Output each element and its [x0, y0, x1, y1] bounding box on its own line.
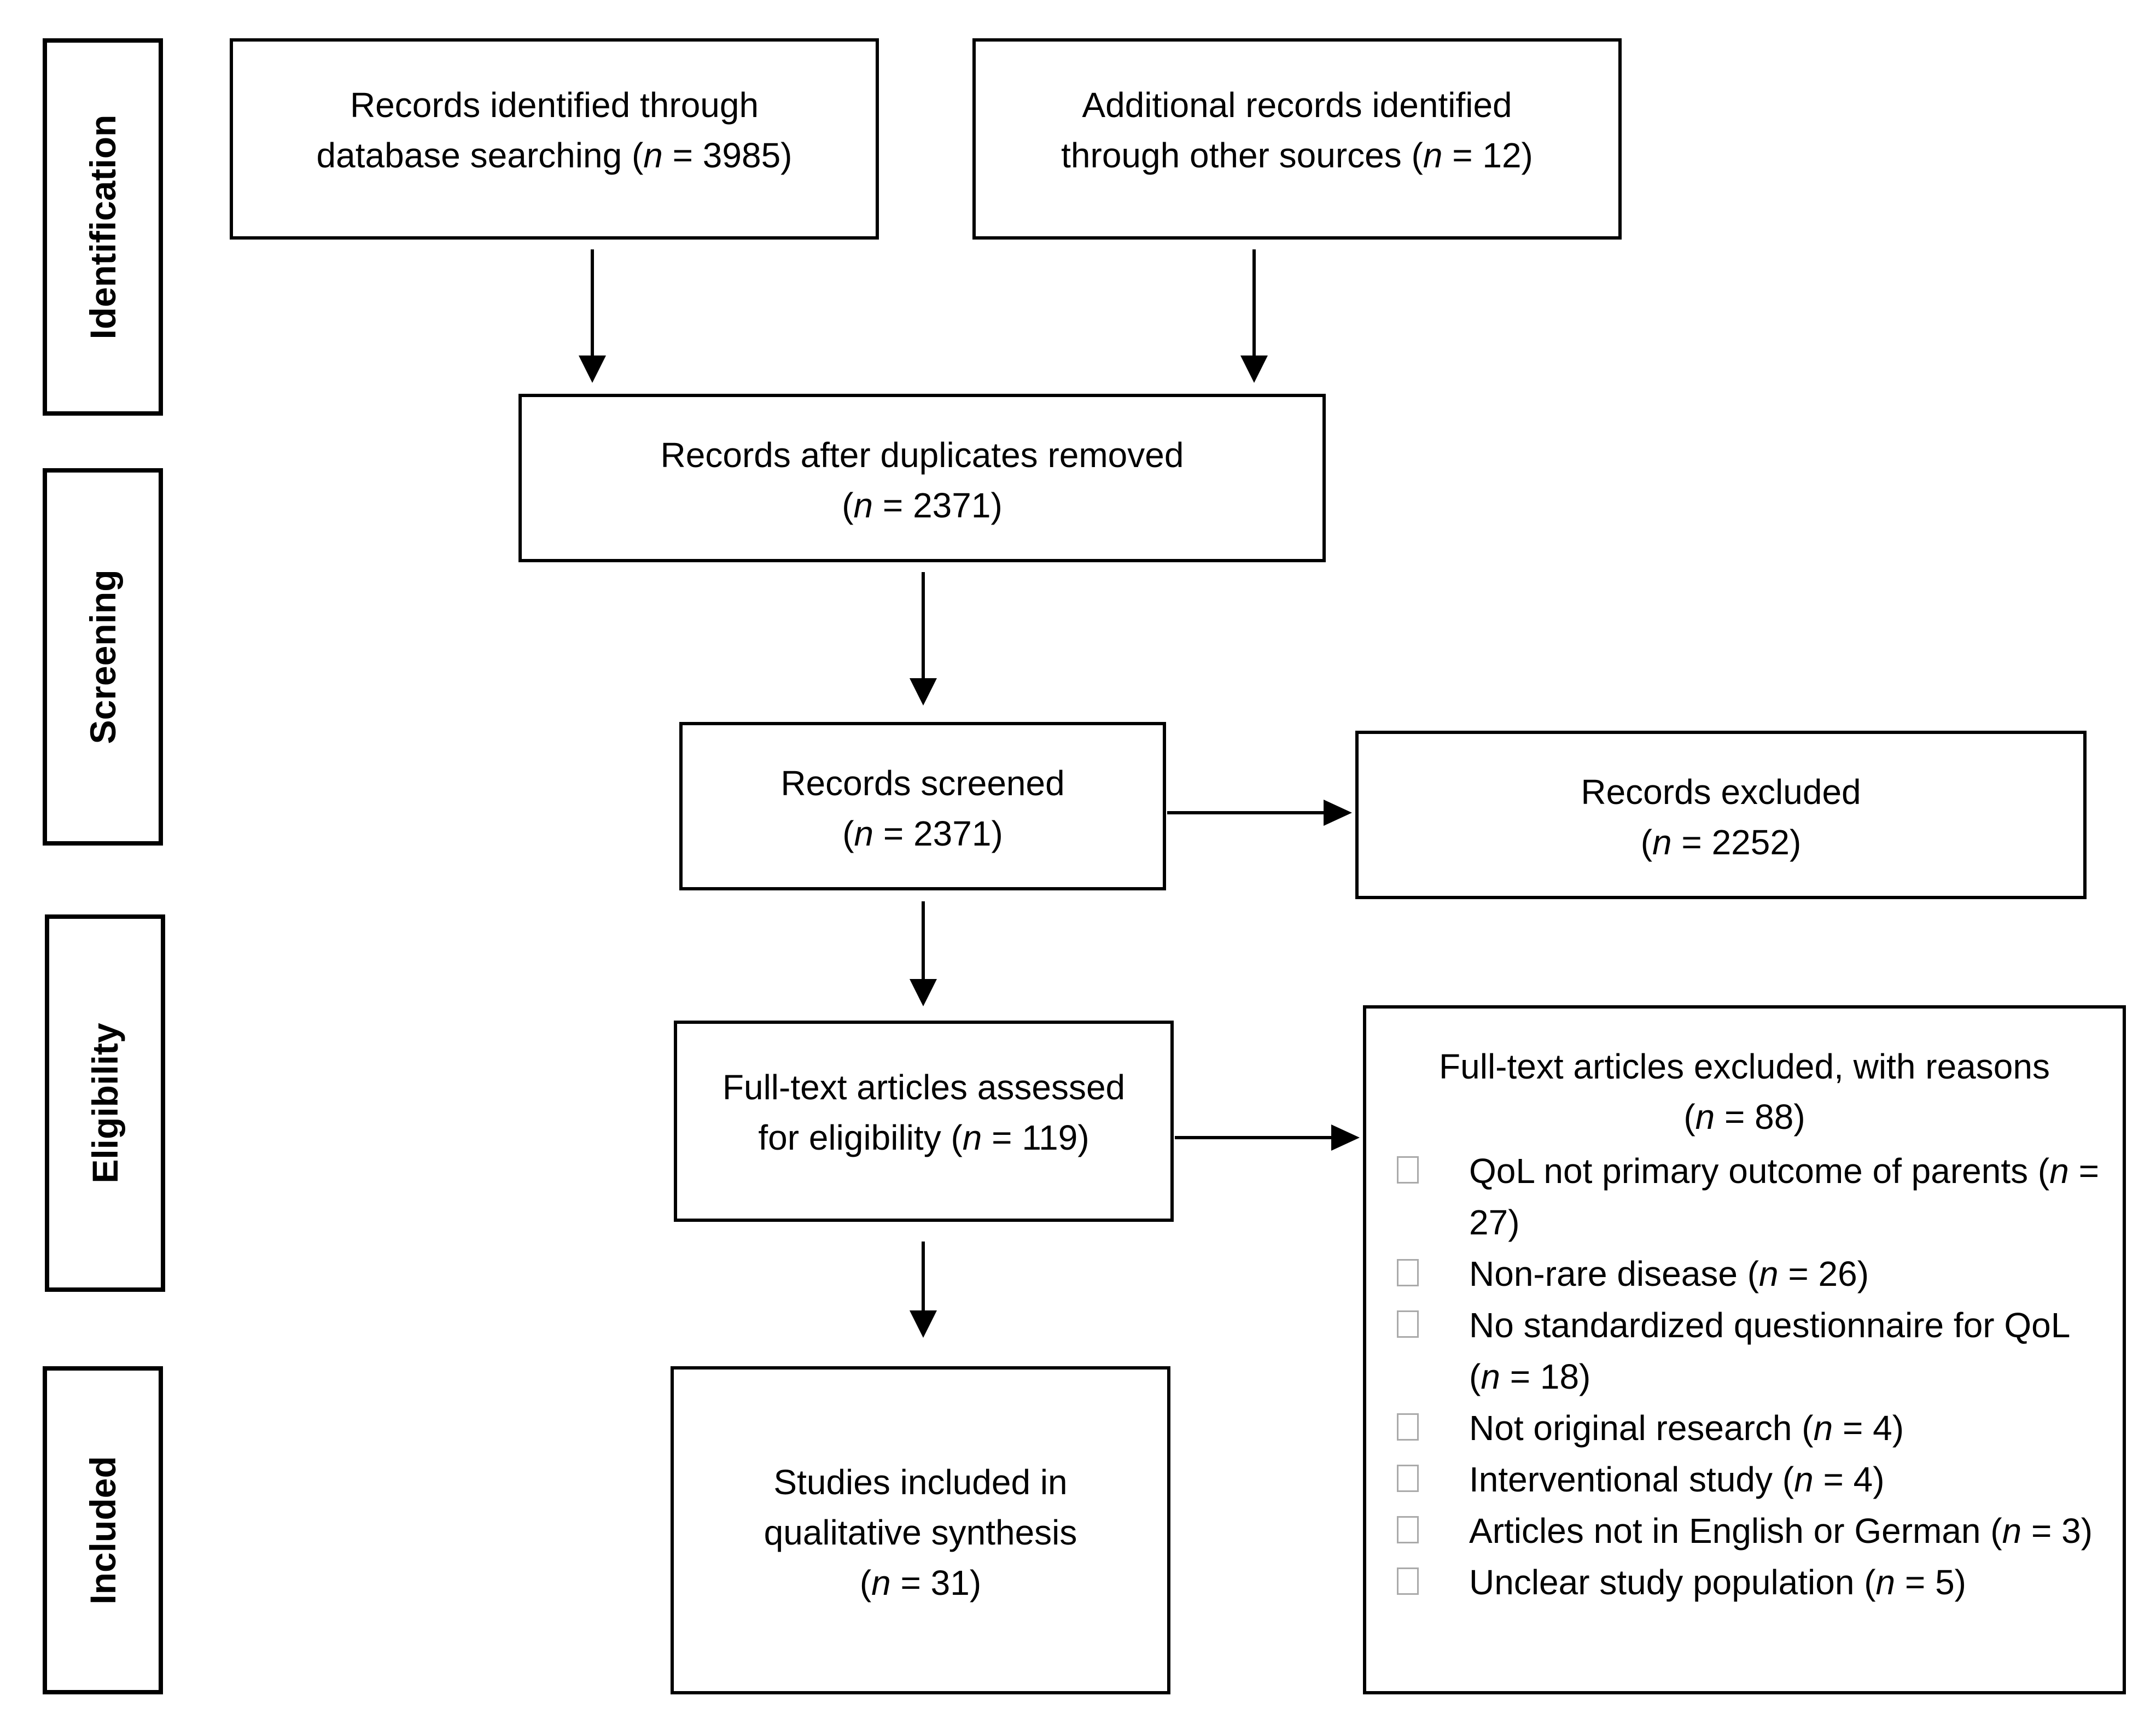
exclusion-reason-item: Articles not in English or German (n = 3… — [1397, 1505, 2106, 1557]
arrowhead — [910, 979, 937, 1006]
phase-included: Included — [43, 1366, 163, 1694]
records-screened-line1: Records screened — [780, 764, 1065, 803]
database-records-line1: Records identified through — [349, 85, 759, 125]
checkbox-icon — [1397, 1516, 1419, 1543]
records-screened-line2: (n = 2371) — [842, 814, 1003, 853]
phase-identification: Identification — [43, 38, 163, 416]
exclusion-reason-item: Not original research (n = 4) — [1397, 1402, 2106, 1454]
database-records-line2: database searching (n = 3985) — [316, 136, 793, 175]
fulltext-assessed-line2: for eligibility (n = 119) — [758, 1118, 1089, 1157]
other-sources-line2: through other sources (n = 12) — [1061, 136, 1533, 175]
exclusion-reason-item: Non-rare disease (n = 26) — [1397, 1248, 2106, 1299]
exclusion-reason-text: Interventional study (n = 4) — [1469, 1460, 1885, 1499]
arrowhead — [579, 356, 606, 383]
exclusion-reason-item: Unclear study population (n = 5) — [1397, 1557, 2106, 1608]
arrowhead — [1331, 1124, 1360, 1151]
studies-included-line1: Studies included in — [773, 1462, 1068, 1502]
exclusion-reason-item: QoL not primary outcome of parents (n = … — [1397, 1145, 2106, 1248]
exclusion-reason-text: No standardized questionnaire for QoL (n… — [1469, 1306, 2069, 1396]
checkbox-icon — [1397, 1567, 1419, 1595]
arrowhead — [1240, 356, 1268, 383]
exclusion-reasons-list: QoL not primary outcome of parents (n = … — [1397, 1145, 2106, 1608]
exclusion-reason-text: Unclear study population (n = 5) — [1469, 1563, 1966, 1602]
records-excluded-line1: Records excluded — [1581, 772, 1861, 812]
exclusion-reason-text: QoL not primary outcome of parents (n = … — [1469, 1151, 2099, 1242]
other-sources-box: Additional records identified through ot… — [972, 38, 1622, 240]
fulltext-excluded-box: Full-text articles excluded, with reason… — [1363, 1005, 2126, 1694]
arrowhead — [910, 1310, 937, 1338]
arrowhead — [910, 678, 937, 706]
exclusion-reason-text: Not original research (n = 4) — [1469, 1408, 1904, 1448]
checkbox-icon — [1397, 1413, 1419, 1441]
checkbox-icon — [1397, 1156, 1419, 1184]
fulltext-assessed-line1: Full-text articles assessed — [722, 1068, 1126, 1107]
records-screened-box: Records screened (n = 2371) — [679, 722, 1166, 890]
arrowhead — [1324, 800, 1352, 826]
database-records-box: Records identified through database sear… — [230, 38, 879, 240]
studies-included-line2: qualitative synthesis — [764, 1513, 1077, 1552]
checkbox-icon — [1397, 1259, 1419, 1286]
fulltext-assessed-box: Full-text articles assessed for eligibil… — [674, 1021, 1174, 1222]
exclusion-reason-item: No standardized questionnaire for QoL (n… — [1397, 1299, 2106, 1402]
exclusion-reason-item: Interventional study (n = 4) — [1397, 1454, 2106, 1505]
duplicates-removed-box: Records after duplicates removed (n = 23… — [518, 394, 1326, 562]
duplicates-removed-line2: (n = 2371) — [842, 486, 1003, 525]
exclusion-reason-text: Non-rare disease (n = 26) — [1469, 1254, 1869, 1293]
studies-included-box: Studies included in qualitative synthesi… — [671, 1366, 1170, 1694]
records-excluded-box: Records excluded (n = 2252) — [1355, 731, 2087, 899]
checkbox-icon — [1397, 1465, 1419, 1492]
fulltext-excluded-line2: (n = 88) — [1683, 1097, 1805, 1137]
duplicates-removed-line1: Records after duplicates removed — [660, 435, 1184, 475]
fulltext-excluded-line1: Full-text articles excluded, with reason… — [1439, 1047, 2050, 1086]
records-excluded-line2: (n = 2252) — [1640, 823, 1802, 862]
phase-eligibility: Eligibility — [45, 914, 165, 1292]
checkbox-icon — [1397, 1310, 1419, 1338]
exclusion-reason-text: Articles not in English or German (n = 3… — [1469, 1511, 2093, 1551]
phase-screening: Screening — [43, 468, 163, 846]
studies-included-line3: (n = 31) — [859, 1563, 982, 1602]
other-sources-line1: Additional records identified — [1082, 85, 1512, 125]
